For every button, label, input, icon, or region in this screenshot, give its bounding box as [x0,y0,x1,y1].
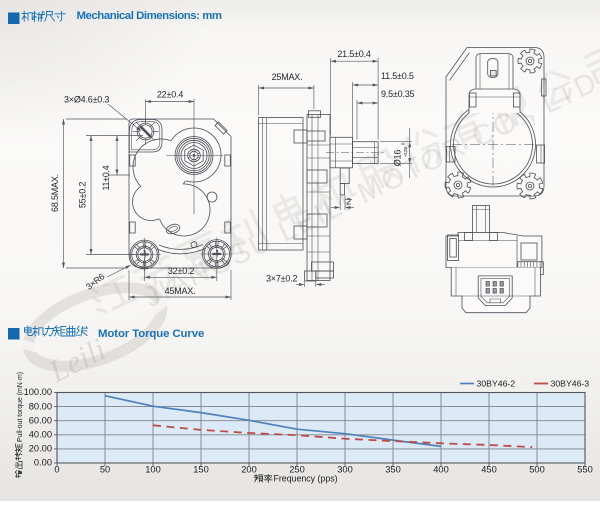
svg-text:55±0.2: 55±0.2 [78,182,88,208]
svg-text:500: 500 [529,465,545,475]
svg-text:3×7±0.2: 3×7±0.2 [266,274,298,284]
svg-text:100: 100 [145,465,161,475]
svg-text:68.5MAX.: 68.5MAX. [50,174,60,212]
svg-text:60.00: 60.00 [29,415,52,425]
svg-text:30BY46-3: 30BY46-3 [551,379,590,389]
svg-text:0: 0 [400,142,406,145]
svg-text:32±0.2: 32±0.2 [168,266,194,276]
svg-text:22±0.4: 22±0.4 [157,90,183,100]
svg-text:3×Ø4.6±0.3: 3×Ø4.6±0.3 [64,95,109,105]
svg-text:Ø16: Ø16 [393,150,403,167]
svg-text:11.5±0.5: 11.5±0.5 [381,71,414,81]
svg-text:100.00: 100.00 [24,387,52,397]
svg-text:200: 200 [241,465,257,475]
svg-text:80.00: 80.00 [29,401,52,411]
svg-text:150: 150 [193,465,209,475]
svg-text:50: 50 [100,465,110,475]
svg-text:25MAX.: 25MAX. [272,72,303,82]
svg-text:Pull-out torque (mN·m): Pull-out torque (mN·m) [17,372,24,442]
svg-text:40.00: 40.00 [29,430,52,440]
svg-text:30BY46-2: 30BY46-2 [477,379,516,389]
svg-text:Frequency (pps): Frequency (pps) [274,474,338,484]
svg-text:11±0.4: 11±0.4 [101,165,111,190]
svg-text:550: 550 [577,465,593,475]
svg-text:Motor Torque Curve: Motor Torque Curve [98,328,204,340]
svg-text:250: 250 [289,465,305,475]
svg-text:450: 450 [481,465,497,475]
svg-text:Mechanical Dimensions: mm: Mechanical Dimensions: mm [77,10,222,22]
svg-text:300: 300 [337,465,353,475]
svg-text:9.5±0.35: 9.5±0.35 [381,89,415,99]
svg-text:2: 2 [346,197,351,207]
svg-text:0.00: 0.00 [34,458,52,468]
svg-text:21.5±0.4: 21.5±0.4 [337,49,371,59]
svg-text:45MAX.: 45MAX. [165,286,196,296]
svg-text:350: 350 [385,465,401,475]
svg-text:0: 0 [54,465,59,475]
svg-text:20.00: 20.00 [29,444,52,454]
svg-text:-0.25: -0.25 [403,147,409,157]
svg-text:400: 400 [433,465,449,475]
